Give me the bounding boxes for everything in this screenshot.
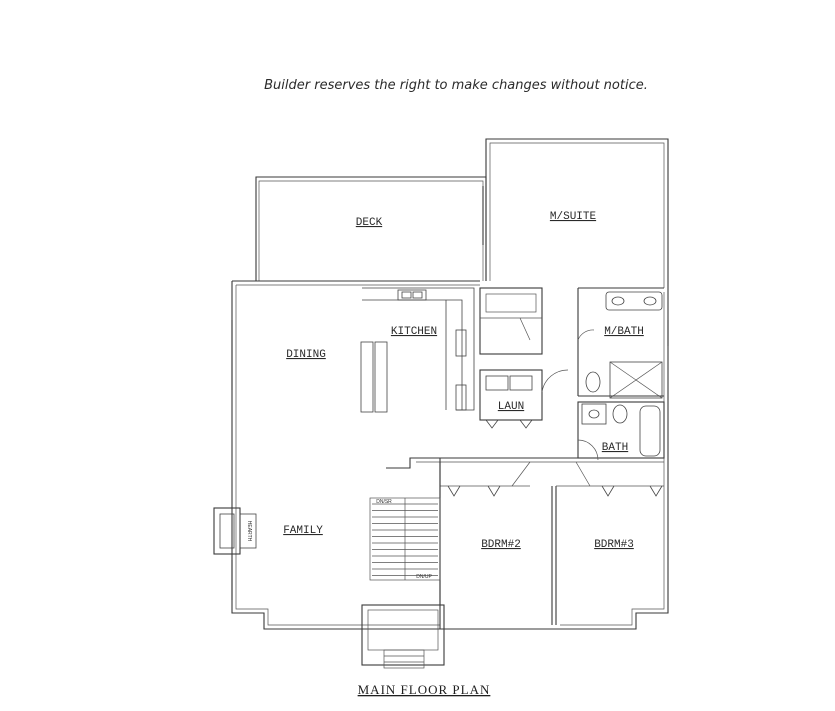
suite-outline [485, 138, 669, 288]
room-label-mbath: M/BATH [604, 326, 644, 338]
room-label-bdrm3: BDRM#3 [594, 539, 634, 551]
stair-up-label: DN/SR [376, 499, 392, 505]
room-label-suite: M/SUITE [550, 211, 597, 223]
pantry-closet [479, 287, 543, 355]
right-exterior [480, 288, 669, 630]
master-bath [577, 287, 664, 399]
room-label-bath: BATH [602, 442, 628, 454]
hall-bath [577, 401, 665, 459]
kitchen-counters [362, 287, 475, 411]
stairs [369, 457, 441, 605]
room-label-kitchen: KITCHEN [391, 326, 437, 338]
room-label-family: FAMILY [283, 525, 323, 537]
room-label-deck: DECK [356, 217, 383, 229]
deck-outline [255, 176, 487, 281]
kitchen-island [360, 341, 388, 413]
laundry-room [479, 369, 543, 429]
plan-title: MAIN FLOOR PLAN [358, 682, 491, 697]
room-label-dining: DINING [286, 349, 326, 361]
door-swings [541, 329, 599, 461]
main-exterior [231, 280, 480, 630]
disclaimer-text: Builder reserves the right to make chang… [264, 78, 648, 93]
room-label-bdrm2: BDRM#2 [481, 539, 521, 551]
fireplace [213, 507, 257, 555]
entry-porch [361, 604, 445, 669]
room-label-laun: LAUN [498, 401, 524, 413]
stair-down-label: DN/UP [416, 574, 432, 580]
hearth-label: HEARTH [246, 521, 252, 542]
